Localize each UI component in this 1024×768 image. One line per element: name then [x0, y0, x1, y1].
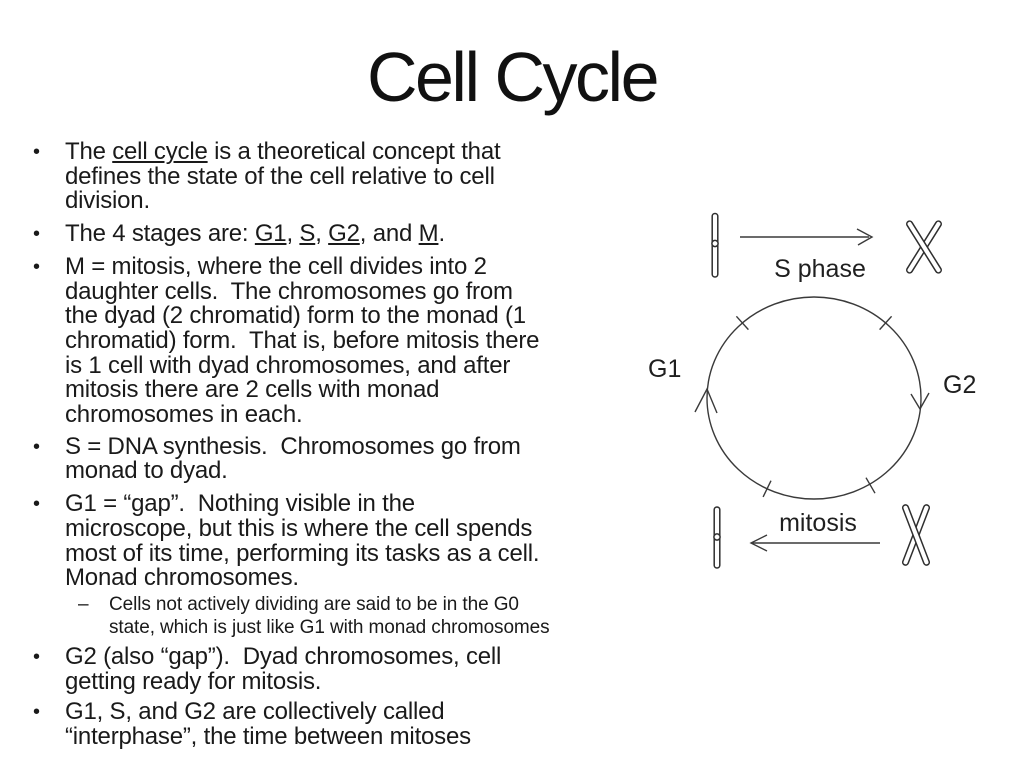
- bullet-item: • The cell cycle is a theoretical concep…: [30, 138, 642, 215]
- dyad-chromosome-icon: [906, 220, 942, 274]
- mitosis-label: mitosis: [779, 509, 857, 537]
- bullet-item: • G2 (also “gap”). Dyad chromosomes, cel…: [30, 642, 642, 695]
- s-phase-label: S phase: [774, 255, 866, 283]
- g2-label: G2: [943, 371, 976, 399]
- bullet-item: • S = DNA synthesis. Chromosomes go from…: [30, 432, 642, 485]
- page-title: Cell Cycle: [366, 38, 660, 116]
- bullet-item: • The 4 stages are: G1, S, G2, and M.: [30, 220, 642, 248]
- monad-chromosome-icon: [713, 506, 721, 569]
- cycle-circle: [706, 296, 922, 500]
- bullet-marker: •: [33, 435, 40, 458]
- s-phase-arrow: [740, 228, 874, 246]
- sub-bullet-dash: –: [78, 593, 89, 615]
- mitosis-arrow: [749, 534, 880, 552]
- bullet-marker: •: [33, 701, 40, 724]
- bullet-list: • The cell cycle is a theoretical concep…: [30, 138, 642, 758]
- bullet-marker: •: [33, 223, 40, 246]
- dyad-chromosome-icon: [901, 504, 931, 566]
- bullet-text: G1, S, and G2 are collectively called“in…: [65, 698, 471, 751]
- sub-bullet-item: – Cells not actively dividing are said t…: [30, 593, 642, 639]
- bullet-marker: •: [33, 141, 40, 163]
- bullet-marker: •: [33, 645, 40, 668]
- bullet-text: The 4 stages are: G1, S, G2, and M.: [65, 220, 445, 248]
- cell-cycle-diagram: S phase G1 G2 mitosis: [648, 212, 976, 569]
- phase-tick-marks: [735, 315, 893, 498]
- bullet-item: • M = mitosis, where the cell divides in…: [30, 252, 642, 429]
- g1-label: G1: [648, 355, 681, 383]
- cycle-arrowhead-up-icon: [694, 387, 718, 414]
- cycle-arrowhead-down-icon: [910, 392, 930, 411]
- centromere-dot: [711, 239, 719, 248]
- bullet-item: • G1, S, and G2 are collectively called“…: [30, 698, 642, 751]
- bullet-text: Cells not actively dividing are said to …: [109, 593, 550, 638]
- bullet-marker: •: [33, 493, 40, 516]
- bullet-text: M = mitosis, where the cell divides into…: [65, 252, 540, 429]
- bullet-text: The cell cycle is a theoretical concept …: [65, 138, 501, 215]
- centromere-dot: [713, 533, 721, 541]
- monad-chromosome-icon: [711, 212, 719, 278]
- bullet-marker: •: [33, 255, 40, 278]
